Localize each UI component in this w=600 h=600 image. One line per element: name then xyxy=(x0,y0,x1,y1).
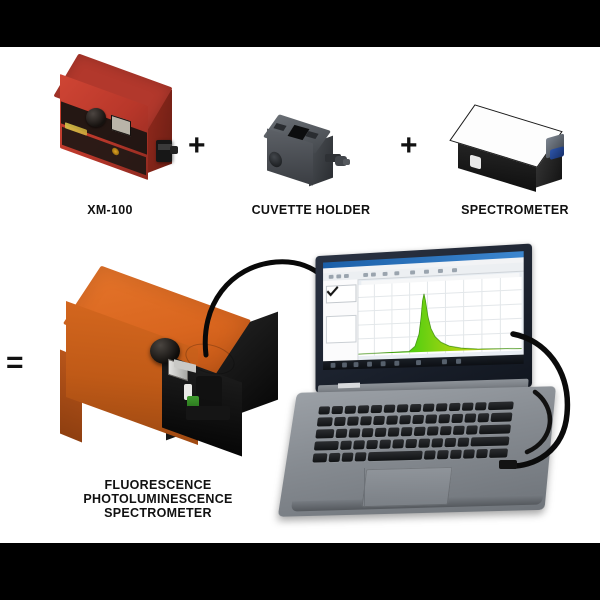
caption-result-line-1: FLUORESCENCE xyxy=(104,478,212,492)
cuvette-fiber-tip xyxy=(343,159,350,165)
xm100-device xyxy=(52,53,192,202)
toolbar-icon[interactable] xyxy=(451,268,458,273)
toolbar-icon[interactable] xyxy=(328,274,334,279)
equals-operator: = xyxy=(6,346,24,379)
plus-operator-2: + xyxy=(400,129,418,162)
unit-reference-vial xyxy=(184,384,192,400)
unit-holder-base xyxy=(186,406,230,420)
caption-xm100: XM-100 xyxy=(87,203,133,217)
letterbox-top xyxy=(0,0,600,47)
toolbar-icon[interactable] xyxy=(423,269,429,274)
caption-result-line-3: SPECTROMETER xyxy=(104,506,212,520)
toolbar-icon[interactable] xyxy=(336,274,342,279)
spectrometer-device xyxy=(449,104,580,204)
toolbar-icon[interactable] xyxy=(363,272,369,278)
fluorescence-peak-curve xyxy=(358,286,522,355)
caption-result: FLUORESCENCE PHOTOLUMINESCENCE SPECTROME… xyxy=(38,478,278,520)
hinge-pad-left xyxy=(338,382,360,389)
taskbar-item-icon[interactable] xyxy=(367,361,372,367)
taskbar-item-icon[interactable] xyxy=(342,362,347,368)
laptop-screen[interactable] xyxy=(323,251,524,371)
laptop-lid xyxy=(315,243,533,393)
toolbar-icon[interactable] xyxy=(394,271,400,276)
toolbar-icon[interactable] xyxy=(382,271,388,277)
power-and-fiber-cables xyxy=(499,331,571,469)
cuvette-holder-device xyxy=(262,114,353,198)
spectrum-plot[interactable] xyxy=(358,276,522,357)
toolbar-icon[interactable] xyxy=(370,272,376,277)
taskbar-item-icon[interactable] xyxy=(353,362,359,368)
taskbar-start-icon[interactable] xyxy=(330,362,336,368)
cuvette-fiber-collar xyxy=(335,156,347,166)
letterbox-bottom xyxy=(0,543,600,600)
spectrometer-button xyxy=(470,154,481,170)
fluorescence-spectrometer-unit xyxy=(60,265,290,475)
caption-spectrometer: SPECTROMETER xyxy=(461,203,569,217)
toolbar-icon[interactable] xyxy=(344,273,349,279)
toolbar-icon[interactable] xyxy=(410,270,416,275)
xm100-knob-icon xyxy=(86,108,106,127)
caption-cuvette-holder: CUVETTE HOLDER xyxy=(251,203,371,217)
laptop xyxy=(277,243,588,545)
checkmark-icon xyxy=(327,286,338,296)
taskbar-item-icon[interactable] xyxy=(380,361,386,367)
cuvette-fiber-port xyxy=(325,154,341,162)
plus-operator-1: + xyxy=(188,129,206,162)
xm100-port-slot xyxy=(158,144,172,150)
xm100-nozzle xyxy=(170,146,178,154)
toolbar-icon[interactable] xyxy=(437,268,443,274)
caption-result-line-2: PHOTOLUMINESCENCE xyxy=(83,492,233,506)
palmrest-seam xyxy=(364,468,365,506)
software-properties-panel[interactable] xyxy=(325,314,357,344)
